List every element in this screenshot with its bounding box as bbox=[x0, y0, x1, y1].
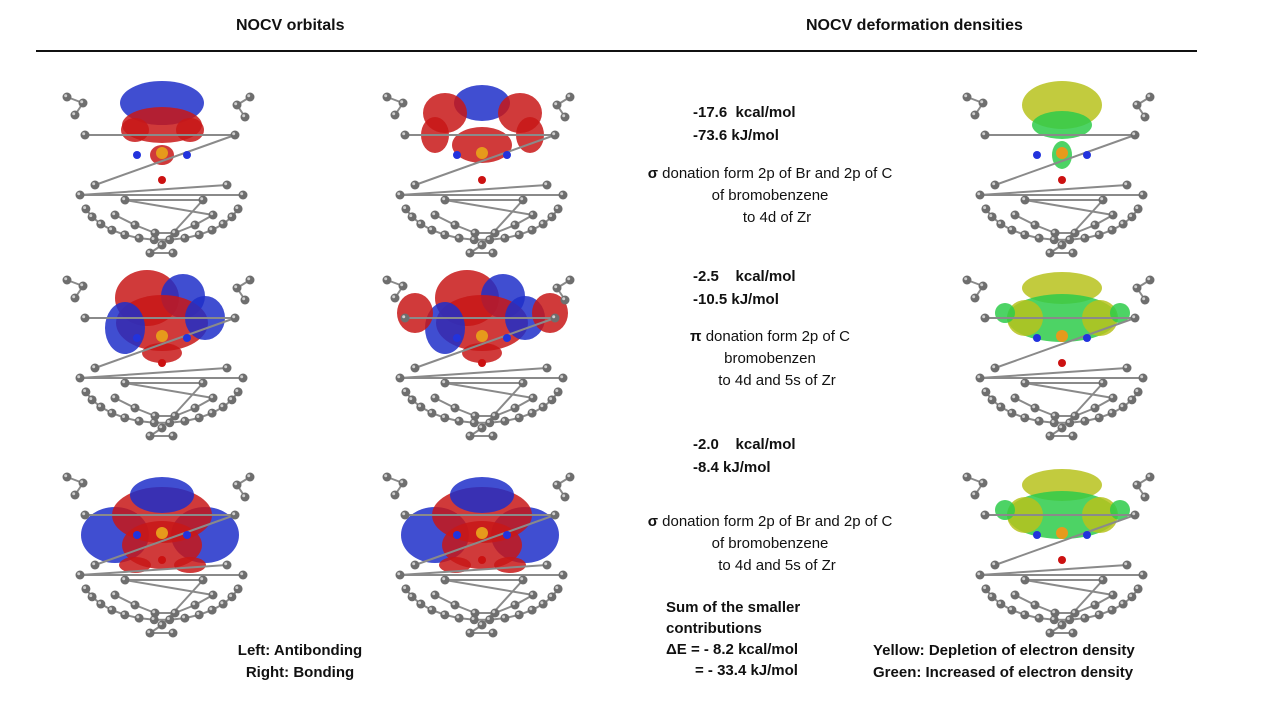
row1-description: σ donation form 2p of Br and 2p of C of … bbox=[620, 163, 920, 229]
nocv-orbital-image-5 bbox=[375, 258, 590, 441]
header-divider bbox=[36, 50, 1197, 52]
row3-energy-kcal: -2.0 kcal/mol bbox=[693, 436, 796, 453]
row1-energy-kj: -73.6 kJ/mol bbox=[693, 127, 779, 144]
summary-line2: contributions bbox=[666, 620, 762, 637]
row1-energy: -17.6 kcal/mol -73.6 kJ/mol bbox=[693, 101, 796, 147]
nocv-orbital-image-4 bbox=[55, 258, 270, 441]
row1-desc-line1: donation form 2p of Br and 2p of C bbox=[662, 165, 893, 182]
row3-desc-line1: donation form 2p of Br and 2p of C bbox=[662, 513, 893, 530]
nocv-orbital-image-2 bbox=[375, 75, 590, 258]
row3-desc-line3: to 4d and 5s of Zr bbox=[718, 557, 836, 574]
row1-symbol: σ bbox=[647, 165, 658, 182]
row2-desc-line3: to 4d and 5s of Zr bbox=[718, 372, 836, 389]
row1-desc-line3: to 4d of Zr bbox=[742, 209, 812, 226]
summary-line3: ΔE = - 8.2 kcal/mol bbox=[666, 641, 799, 658]
nocv-orbital-image-7 bbox=[55, 455, 270, 638]
row3-energy-kj: -8.4 kJ/mol bbox=[693, 459, 771, 476]
densities-header: NOCV deformation densities bbox=[806, 17, 1023, 34]
orbital-legend-line2: Right: Bonding bbox=[245, 664, 355, 681]
deformation-density-image-3 bbox=[955, 75, 1170, 258]
row2-energy-kj: -10.5 kJ/mol bbox=[693, 291, 779, 308]
orbital-legend-line1: Left: Antibonding bbox=[237, 642, 363, 659]
row3-description: σ donation form 2p of Br and 2p of C of … bbox=[620, 511, 920, 577]
nocv-orbital-image-8 bbox=[375, 455, 590, 638]
density-legend-line2: Green: Increased of electron density bbox=[873, 664, 1134, 681]
row2-energy-kcal: -2.5 kcal/mol bbox=[693, 268, 796, 285]
density-legend: Yellow: Depletion of electron density Gr… bbox=[873, 640, 1135, 684]
row2-energy: -2.5 kcal/mol -10.5 kJ/mol bbox=[693, 265, 796, 311]
row2-desc-line1: donation form 2p of C bbox=[705, 328, 850, 345]
deformation-density-image-9 bbox=[955, 455, 1170, 638]
summary-line1: Sum of the smaller bbox=[666, 599, 801, 616]
row2-description: π donation form 2p of C bromobenzen to 4… bbox=[620, 326, 920, 392]
row3-symbol: σ bbox=[647, 513, 658, 530]
row3-energy: -2.0 kcal/mol -8.4 kJ/mol bbox=[693, 433, 796, 479]
row1-energy-kcal: -17.6 kcal/mol bbox=[693, 104, 796, 121]
summary-line4: = - 33.4 kJ/mol bbox=[695, 662, 798, 679]
row2-desc-line2: bromobenzen bbox=[724, 350, 816, 367]
orbitals-header: NOCV orbitals bbox=[236, 17, 345, 34]
row3-desc-line2: of bromobenzene bbox=[711, 535, 829, 552]
deformation-density-image-6 bbox=[955, 258, 1170, 441]
nocv-orbital-image-1 bbox=[55, 75, 270, 258]
row1-desc-line2: of bromobenzene bbox=[711, 187, 829, 204]
summary-block: Sum of the smaller contributions ΔE = - … bbox=[666, 597, 800, 681]
row2-symbol: π bbox=[690, 328, 702, 345]
density-legend-line1: Yellow: Depletion of electron density bbox=[873, 642, 1135, 659]
orbital-legend: Left: Antibonding Right: Bonding bbox=[232, 640, 368, 684]
